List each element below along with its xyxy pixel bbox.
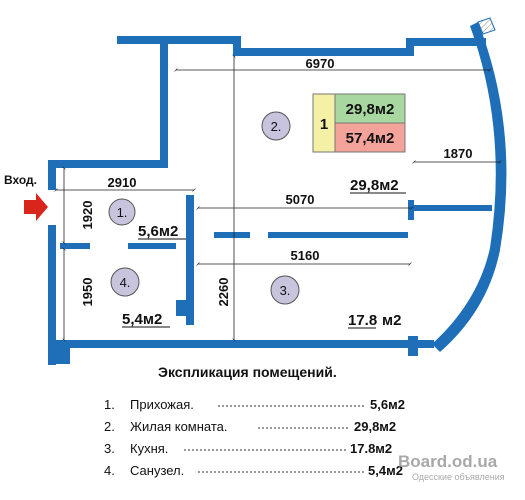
legend-num-3: 3. [104,441,115,456]
wall-left-lower [48,225,56,365]
summary-living-area: 29,8м2 [346,101,395,118]
entrance-arrow-icon [24,193,48,221]
room-marker-4 [110,267,140,297]
legend-name-1: Прихожая. [130,397,194,412]
wall-top-main [233,48,413,56]
entrance-label: Вход. [4,173,37,187]
wall-curved-facade [432,22,507,352]
wall-hall-bath-b [128,243,176,249]
area-living: 29,8м2 [350,177,399,194]
dim-kitchen-width: 5160 [291,248,320,263]
wall-left-upper [48,160,56,190]
legend: Экспликация помещений. 1. Прихожая. 5,6м… [104,364,405,478]
dim-top-width: 6970 [306,56,335,71]
area-bath: 5,4м2 [122,311,162,328]
legend-title: Экспликация помещений. [158,364,337,380]
dim-bath-height: 1950 [80,278,95,307]
area-kitchen-value: 17.8 [348,312,377,329]
legend-area-2: 29,8м2 [354,419,396,434]
wall-top-pier [406,38,414,56]
wall-partition-right [408,205,492,211]
wall-partition-b [268,232,408,238]
room-marker-2 [261,111,291,141]
legend-name-2: Жилая комната. [130,419,228,434]
room-number-2: 2. [271,119,282,134]
legend-num-2: 2. [104,419,115,434]
room-marker-1 [108,198,136,226]
legend-num-4: 4. [104,463,115,478]
wall-hall-top [48,160,168,168]
wall-hall-right [186,195,194,325]
watermark-caption: Одесские объявления [412,472,505,482]
dim-kitchen-height: 2260 [216,278,231,307]
legend-area-1: 5,6м2 [370,397,405,412]
area-hall: 5,6м2 [138,223,178,240]
summary-index: 1 [320,116,328,133]
walls [48,17,507,365]
room-number-4: 4. [120,275,131,290]
dim-right-offset: 1870 [444,146,473,161]
watermark-site: Board.od.ua [398,452,498,471]
wall-bump-right [233,36,241,56]
wall-bath-column [176,300,192,316]
wall-bottom [48,340,434,348]
dimension-lines [54,54,502,342]
legend-name-3: Кухня. [130,441,168,456]
legend-num-1: 1. [104,397,115,412]
watermark: Board.od.ua Одесские объявления [398,452,505,482]
legend-name-4: Санузел. [130,463,184,478]
wall-partition-a [214,232,250,238]
wall-bottom-right-pier [408,336,418,356]
wall-bump-left [160,36,168,162]
room-markers: 1. 2. 3. 4. [108,111,300,305]
dim-living-inner-width: 5070 [286,192,315,207]
wall-bottom-left-pier [48,340,70,364]
summary-total-area: 57,4м2 [346,130,395,147]
room-number-1: 1. [117,205,128,220]
dim-hall-height: 1920 [80,201,95,230]
wall-top-left [117,36,241,44]
wall-top-right [406,38,486,46]
dim-hall-width: 2910 [108,175,137,190]
wall-hall-bath-a [60,243,90,249]
legend-area-4: 5,4м2 [368,463,403,478]
legend-area-3: 17.8м2 [350,441,392,456]
room-marker-3 [270,275,300,305]
area-kitchen-unit: м2 [382,312,401,329]
summary-box: 1 29,8м2 57,4м2 [312,93,406,153]
summary-total-cell [334,122,406,153]
room-number-3: 3. [280,283,291,298]
